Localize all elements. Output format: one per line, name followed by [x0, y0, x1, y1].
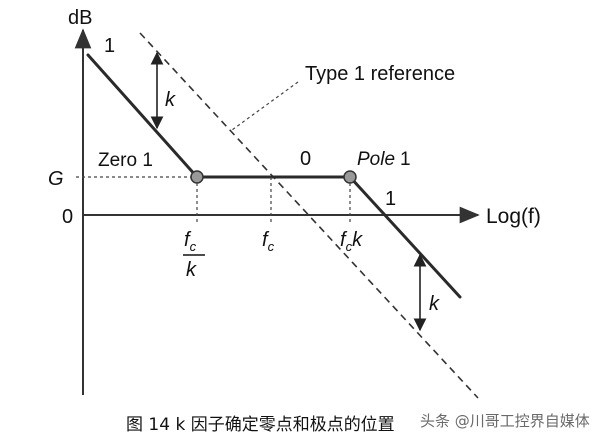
- pole-breakpoint: [343, 170, 357, 184]
- slope-left-label: 1: [104, 35, 115, 57]
- tick-fck: fck: [340, 229, 363, 254]
- figure-caption: 图 14 k 因子确定零点和极点的位置: [126, 415, 395, 435]
- reference-label: Type 1 reference: [305, 63, 455, 85]
- y-axis-label: dB: [68, 7, 92, 29]
- zero-label: Zero 1: [98, 150, 153, 171]
- origin-label: 0: [62, 206, 73, 228]
- g-level-label: G: [48, 168, 64, 190]
- k-upper-label: k: [165, 89, 176, 111]
- type1-reference-line: [139, 32, 479, 399]
- svg-text:fc: fc: [184, 229, 197, 254]
- asymptote-curve: [86, 53, 462, 299]
- reference-leader: [231, 81, 299, 131]
- tick-fc-over-k: fc k: [183, 229, 205, 281]
- k-lower-label: k: [429, 293, 440, 315]
- slope-right-label: 1: [385, 188, 396, 210]
- slope-mid-label: 0: [300, 148, 311, 170]
- tick-fc: fc: [262, 229, 275, 254]
- svg-text:k: k: [186, 259, 197, 281]
- watermark: 头条 @川哥工控界自媒体: [420, 412, 590, 430]
- x-axis-label: Log(f): [486, 205, 541, 228]
- zero-breakpoint: [190, 170, 204, 184]
